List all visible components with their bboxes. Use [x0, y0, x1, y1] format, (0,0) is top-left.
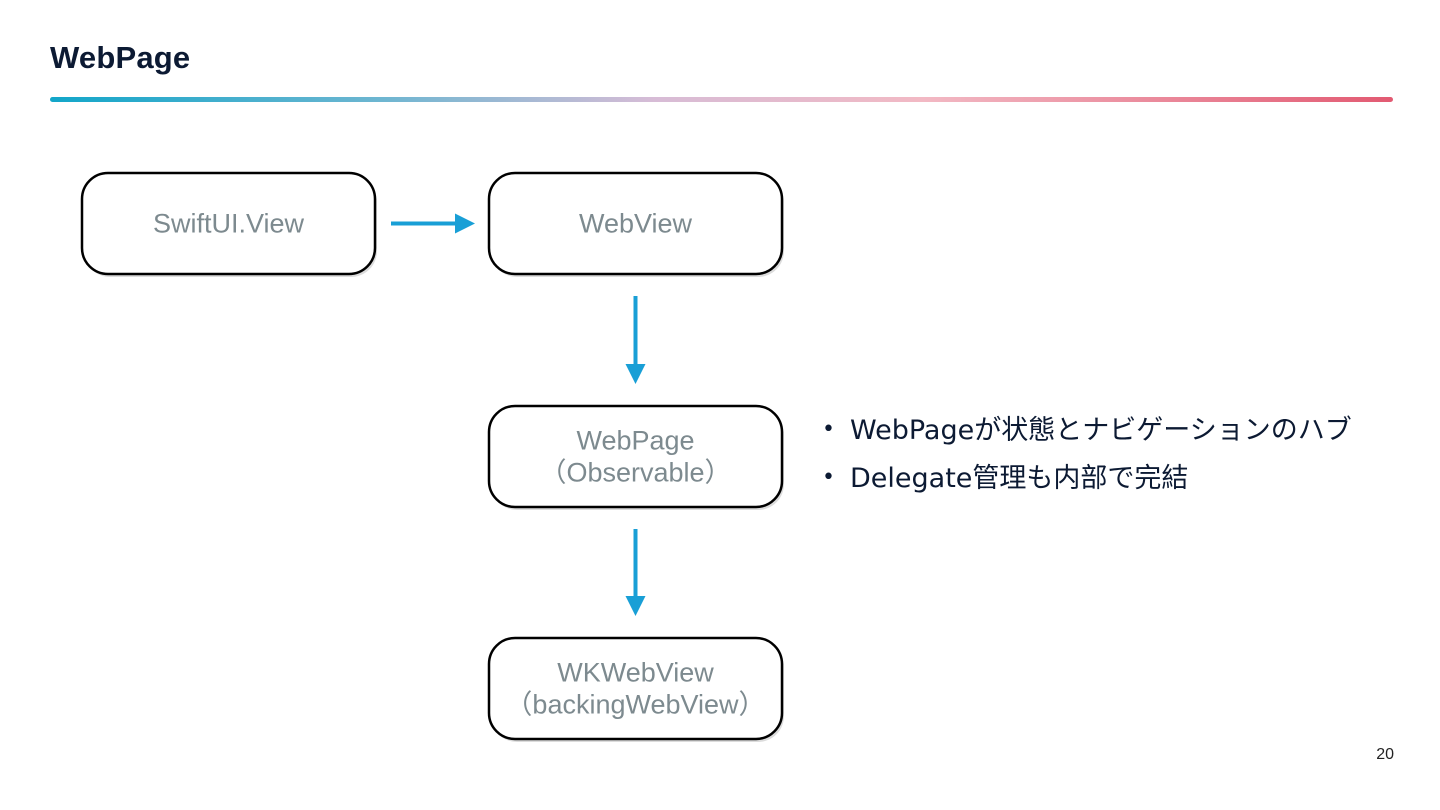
node-webview: WebView [487, 171, 784, 277]
page-number: 20 [1376, 746, 1394, 763]
node-wkwebview: WKWebView（backingWebView） [487, 636, 784, 742]
arrow-webpage-to-wkwebview [625, 529, 646, 616]
node-label: （backingWebView） [505, 690, 765, 720]
node-webpage: WebPage（Observable） [487, 404, 784, 510]
node-swiftui-view: SwiftUI.View [80, 171, 377, 277]
slide-title: WebPage [50, 40, 191, 75]
bullet-item-hub: WebPageが状態とナビゲーションのハブ [822, 410, 1352, 458]
node-box [487, 636, 784, 741]
node-label: （Observable） [539, 458, 731, 488]
bullet-list: WebPageが状態とナビゲーションのハブ Delegate管理も内部で完結 [822, 410, 1352, 506]
arrow-swiftui-view-to-webview [391, 213, 475, 234]
node-box [80, 171, 377, 276]
node-label: WebView [579, 209, 693, 239]
arrow-head [625, 364, 646, 384]
title-rule [50, 97, 1393, 102]
edges-layer [391, 213, 646, 616]
node-box [487, 404, 784, 509]
node-label: WKWebView [557, 658, 714, 688]
node-box [487, 171, 784, 276]
arrow-head [625, 596, 646, 616]
node-label: WebPage [576, 426, 694, 456]
node-label: SwiftUI.View [153, 209, 305, 239]
bullet-item-delegate: Delegate管理も内部で完結 [822, 458, 1352, 506]
arrow-head [455, 213, 475, 234]
arrow-webview-to-webpage [625, 296, 646, 384]
